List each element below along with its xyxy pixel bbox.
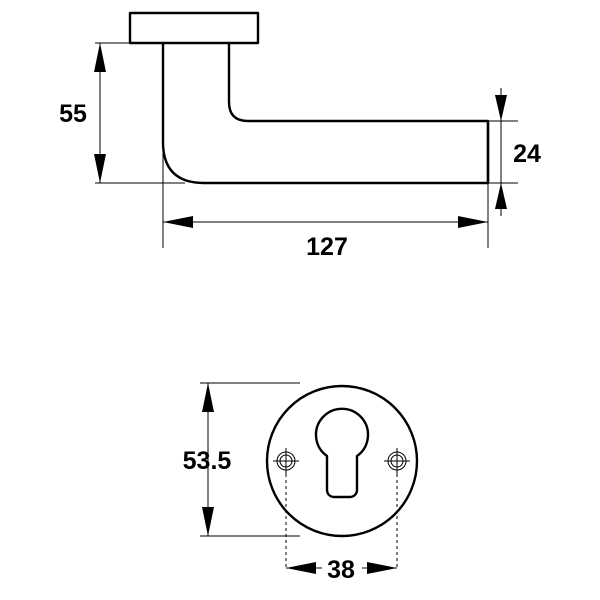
dimension-handle-length: 127: [162, 150, 489, 261]
dimension-grip-thickness: 24: [488, 88, 541, 216]
arrow-down-icon: [495, 95, 507, 121]
handle-lever-outline: [161, 43, 490, 185]
arrow-right-icon: [458, 216, 488, 228]
dimension-centres-label: 38: [327, 556, 355, 584]
arrow-right-icon: [367, 562, 397, 574]
arrow-left-icon: [286, 562, 316, 574]
dimension-fixing-centres: 38: [286, 552, 397, 584]
fixing-hole-left: [273, 448, 299, 568]
dimension-diameter-label: 53.5: [183, 447, 232, 475]
arrow-up-icon: [94, 43, 106, 72]
arrow-up-icon: [495, 183, 507, 209]
escutcheon-drawing: 53.5 38: [183, 382, 419, 584]
arrow-left-icon: [163, 216, 193, 228]
dimension-handle-height: 55: [59, 42, 185, 184]
lever-handle-drawing: 55 24 127: [59, 11, 541, 261]
dimension-length-label: 127: [306, 233, 348, 261]
dimension-height-label: 55: [59, 100, 87, 128]
dimension-escutcheon-diameter: 53.5: [183, 382, 300, 537]
handle-rose: [128, 11, 260, 45]
escutcheon-plate: [265, 384, 419, 538]
arrow-up-icon: [202, 383, 214, 412]
dimension-grip-label: 24: [513, 140, 541, 168]
arrow-down-icon: [94, 154, 106, 183]
arrow-down-icon: [202, 507, 214, 536]
keyhole-cutout: [314, 407, 370, 499]
fixing-hole-right: [384, 448, 410, 568]
